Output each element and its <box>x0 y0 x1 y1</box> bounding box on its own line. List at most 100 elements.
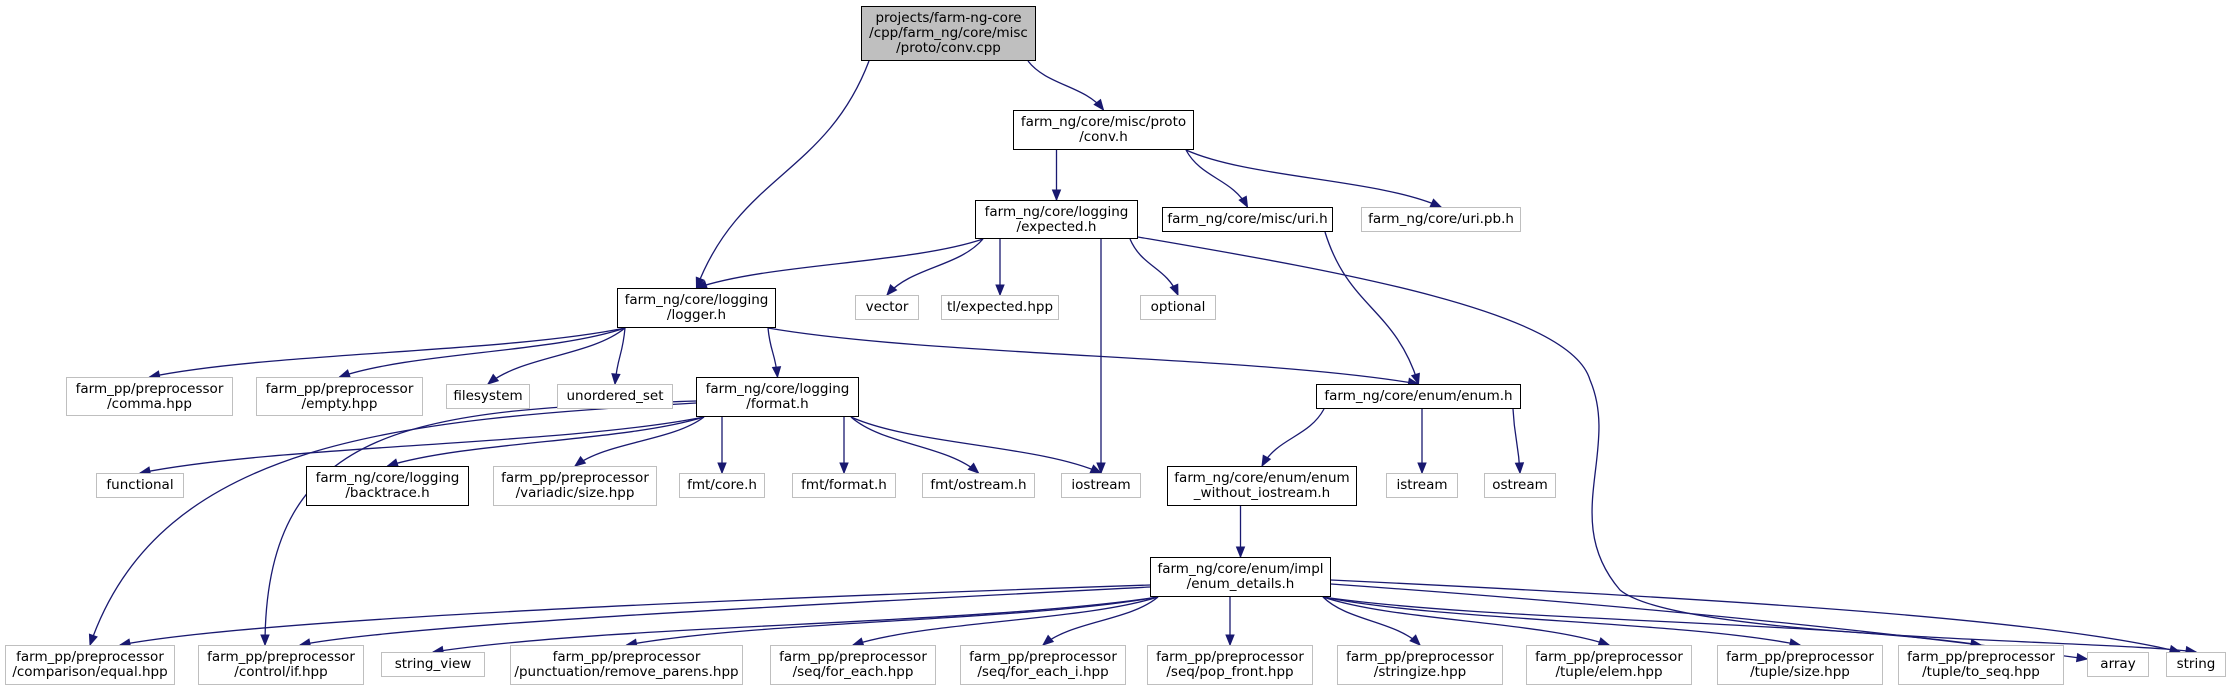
node-label-line: /enum_details.h <box>1186 576 1295 592</box>
node-expected-h[interactable]: farm_ng/core/logging/expected.h <box>975 200 1138 239</box>
edge-format-h-to-fmt-ostream <box>850 416 979 474</box>
node-label-line: fmt/format.h <box>801 477 887 493</box>
node-label-line: /comparison/equal.hpp <box>12 664 168 680</box>
node-label-line: /seq/pop_front.hpp <box>1166 664 1294 680</box>
node-label-line: farm_ng/core/logging <box>984 203 1129 220</box>
edge-arrowhead <box>886 283 898 297</box>
node-label-line: /empty.hpp <box>301 395 378 412</box>
node-label-line: fmt/core.h <box>687 477 757 493</box>
node-enum-wo-iostream[interactable]: farm_ng/core/enum/enum_without_iostream.… <box>1167 466 1357 506</box>
edge-expected-h-to-vector <box>886 238 984 296</box>
edge-uri-h-to-enum-h <box>1324 231 1420 385</box>
node-label-line: _without_iostream.h <box>1193 485 1331 501</box>
node-label-line: string <box>2176 656 2216 672</box>
edge-arrowhead <box>771 366 782 379</box>
node-empty: farm_pp/preprocessor/empty.hpp <box>256 377 423 416</box>
node-functional: functional <box>96 473 184 498</box>
node-enum-h[interactable]: farm_ng/core/enum/enum.h <box>1316 384 1521 409</box>
node-label-line: /cpp/farm_ng/core/misc <box>869 25 1028 41</box>
edge-arrowhead <box>717 462 727 475</box>
node-format-h[interactable]: farm_ng/core/logging/format.h <box>696 377 859 417</box>
edge-arrowhead <box>486 373 500 385</box>
edge-arrowhead <box>1093 98 1105 112</box>
node-stringize: farm_pp/preprocessor/stringize.hpp <box>1337 645 1503 685</box>
node-label-line: farm_pp/preprocessor <box>265 380 414 397</box>
node-backtrace-h[interactable]: farm_ng/core/logging/backtrace.h <box>306 466 469 506</box>
node-conv-h[interactable]: farm_ng/core/misc/proto/conv.h <box>1013 110 1194 150</box>
node-for-each-i: farm_pp/preprocessor/seq/for_each_i.hpp <box>960 645 1126 685</box>
node-label-line: unordered_set <box>566 388 664 404</box>
node-uri-h[interactable]: farm_ng/core/misc/uri.h <box>1162 207 1333 232</box>
node-label-line: farm_pp/preprocessor <box>1726 649 1874 665</box>
node-label-line: /control/if.hpp <box>234 664 328 680</box>
edge-logger-h-to-enum-h <box>767 327 1419 385</box>
edge-arrowhead <box>1096 462 1106 475</box>
edge-format-h-to-comparison-equal <box>89 402 697 646</box>
node-label-line: farm_pp/preprocessor <box>1346 649 1494 665</box>
node-label-line: fmt/ostream.h <box>930 477 1027 493</box>
node-label-line: /proto/conv.cpp <box>896 40 1001 56</box>
node-label-line: /expected.h <box>1016 218 1097 235</box>
node-enum-details[interactable]: farm_ng/core/enum/impl/enum_details.h <box>1150 557 1331 597</box>
node-variadic-size: farm_pp/preprocessor/variadic/size.hpp <box>493 466 657 506</box>
edge-conv-h-to-uri-h <box>1185 149 1249 208</box>
edge-expected-h-to-optional <box>1129 238 1179 296</box>
node-label-line: tl/expected.hpp <box>946 299 1054 315</box>
node-label-line: farm_ng/core/misc/proto <box>1020 114 1187 130</box>
node-logger-h[interactable]: farm_ng/core/logging/logger.h <box>617 288 776 328</box>
edge-logger-h-to-comma <box>149 327 626 378</box>
node-label-line: functional <box>106 477 174 493</box>
node-label-line: farm_ng/core/logging <box>315 470 460 486</box>
edge-conv-h-to-uri-pb-h <box>1185 149 1442 208</box>
edge-arrowhead <box>1238 195 1249 209</box>
node-label-line: string_view <box>394 656 472 672</box>
node-label-line: farm_ng/core/misc/uri.h <box>1167 211 1328 227</box>
node-label-line: /variadic/size.hpp <box>515 485 635 501</box>
node-filesystem: filesystem <box>446 384 530 409</box>
edge-root-to-conv-h <box>1027 60 1105 111</box>
edge-arrowhead <box>2075 652 2089 663</box>
edge-arrowhead <box>1225 634 1235 647</box>
edge-arrowhead <box>1514 462 1525 475</box>
node-label-line: /backtrace.h <box>345 485 430 501</box>
node-label-line: farm_pp/preprocessor <box>16 649 164 665</box>
node-label-line: /seq/for_each.hpp <box>792 664 914 680</box>
node-fmt-ostream: fmt/ostream.h <box>922 473 1035 498</box>
edge-format-h-to-control-if <box>264 400 697 646</box>
edge-arrowhead <box>839 462 849 475</box>
node-optional: optional <box>1140 295 1216 320</box>
node-label-line: array <box>2100 656 2136 672</box>
edge-arrowhead <box>995 284 1005 297</box>
node-pop-front: farm_pp/preprocessor/seq/pop_front.hpp <box>1147 645 1313 685</box>
node-tuple-elem: farm_pp/preprocessor/tuple/elem.hpp <box>1526 645 1692 685</box>
node-label-line: optional <box>1150 299 1206 315</box>
edge-logger-h-to-filesystem <box>487 327 626 385</box>
edge-arrowhead <box>1261 454 1272 468</box>
edge-arrowhead <box>1169 283 1179 297</box>
node-tl-expected: tl/expected.hpp <box>941 295 1059 320</box>
edge-format-h-to-backtrace-h <box>387 416 705 467</box>
node-string-view: string_view <box>381 652 485 677</box>
edge-arrowhead <box>611 373 621 386</box>
node-label-line: farm_pp/preprocessor <box>1535 649 1683 665</box>
edge-format-h-to-functional <box>139 416 705 474</box>
edge-arrowhead <box>1409 634 1421 646</box>
edge-enum-details-to-tuple-elem <box>1322 596 1610 646</box>
node-label-line: farm_ng/core/logging <box>624 292 769 308</box>
node-label-line: /seq/for_each_i.hpp <box>977 664 1109 680</box>
node-comparison-equal: farm_pp/preprocessor/comparison/equal.hp… <box>5 645 175 685</box>
node-label-line: farm_pp/preprocessor <box>1907 649 2055 665</box>
node-iostream: iostream <box>1061 473 1141 498</box>
node-label-line: istream <box>1396 477 1448 493</box>
edge-enum-details-to-comparison-equal <box>119 584 1151 646</box>
edge-enum-details-to-string <box>1330 579 2181 653</box>
node-label-line: farm_ng/core/logging <box>705 381 850 397</box>
node-root: projects/farm-ng-core/cpp/farm_ng/core/m… <box>861 6 1036 61</box>
node-fmt-core: fmt/core.h <box>679 473 765 498</box>
node-string: string <box>2166 652 2226 677</box>
node-remove-parens: farm_pp/preprocessor/punctuation/remove_… <box>510 645 743 685</box>
edge-arrowhead <box>967 462 980 474</box>
node-label-line: /punctuation/remove_parens.hpp <box>514 664 739 680</box>
edge-arrowhead <box>1051 189 1062 202</box>
